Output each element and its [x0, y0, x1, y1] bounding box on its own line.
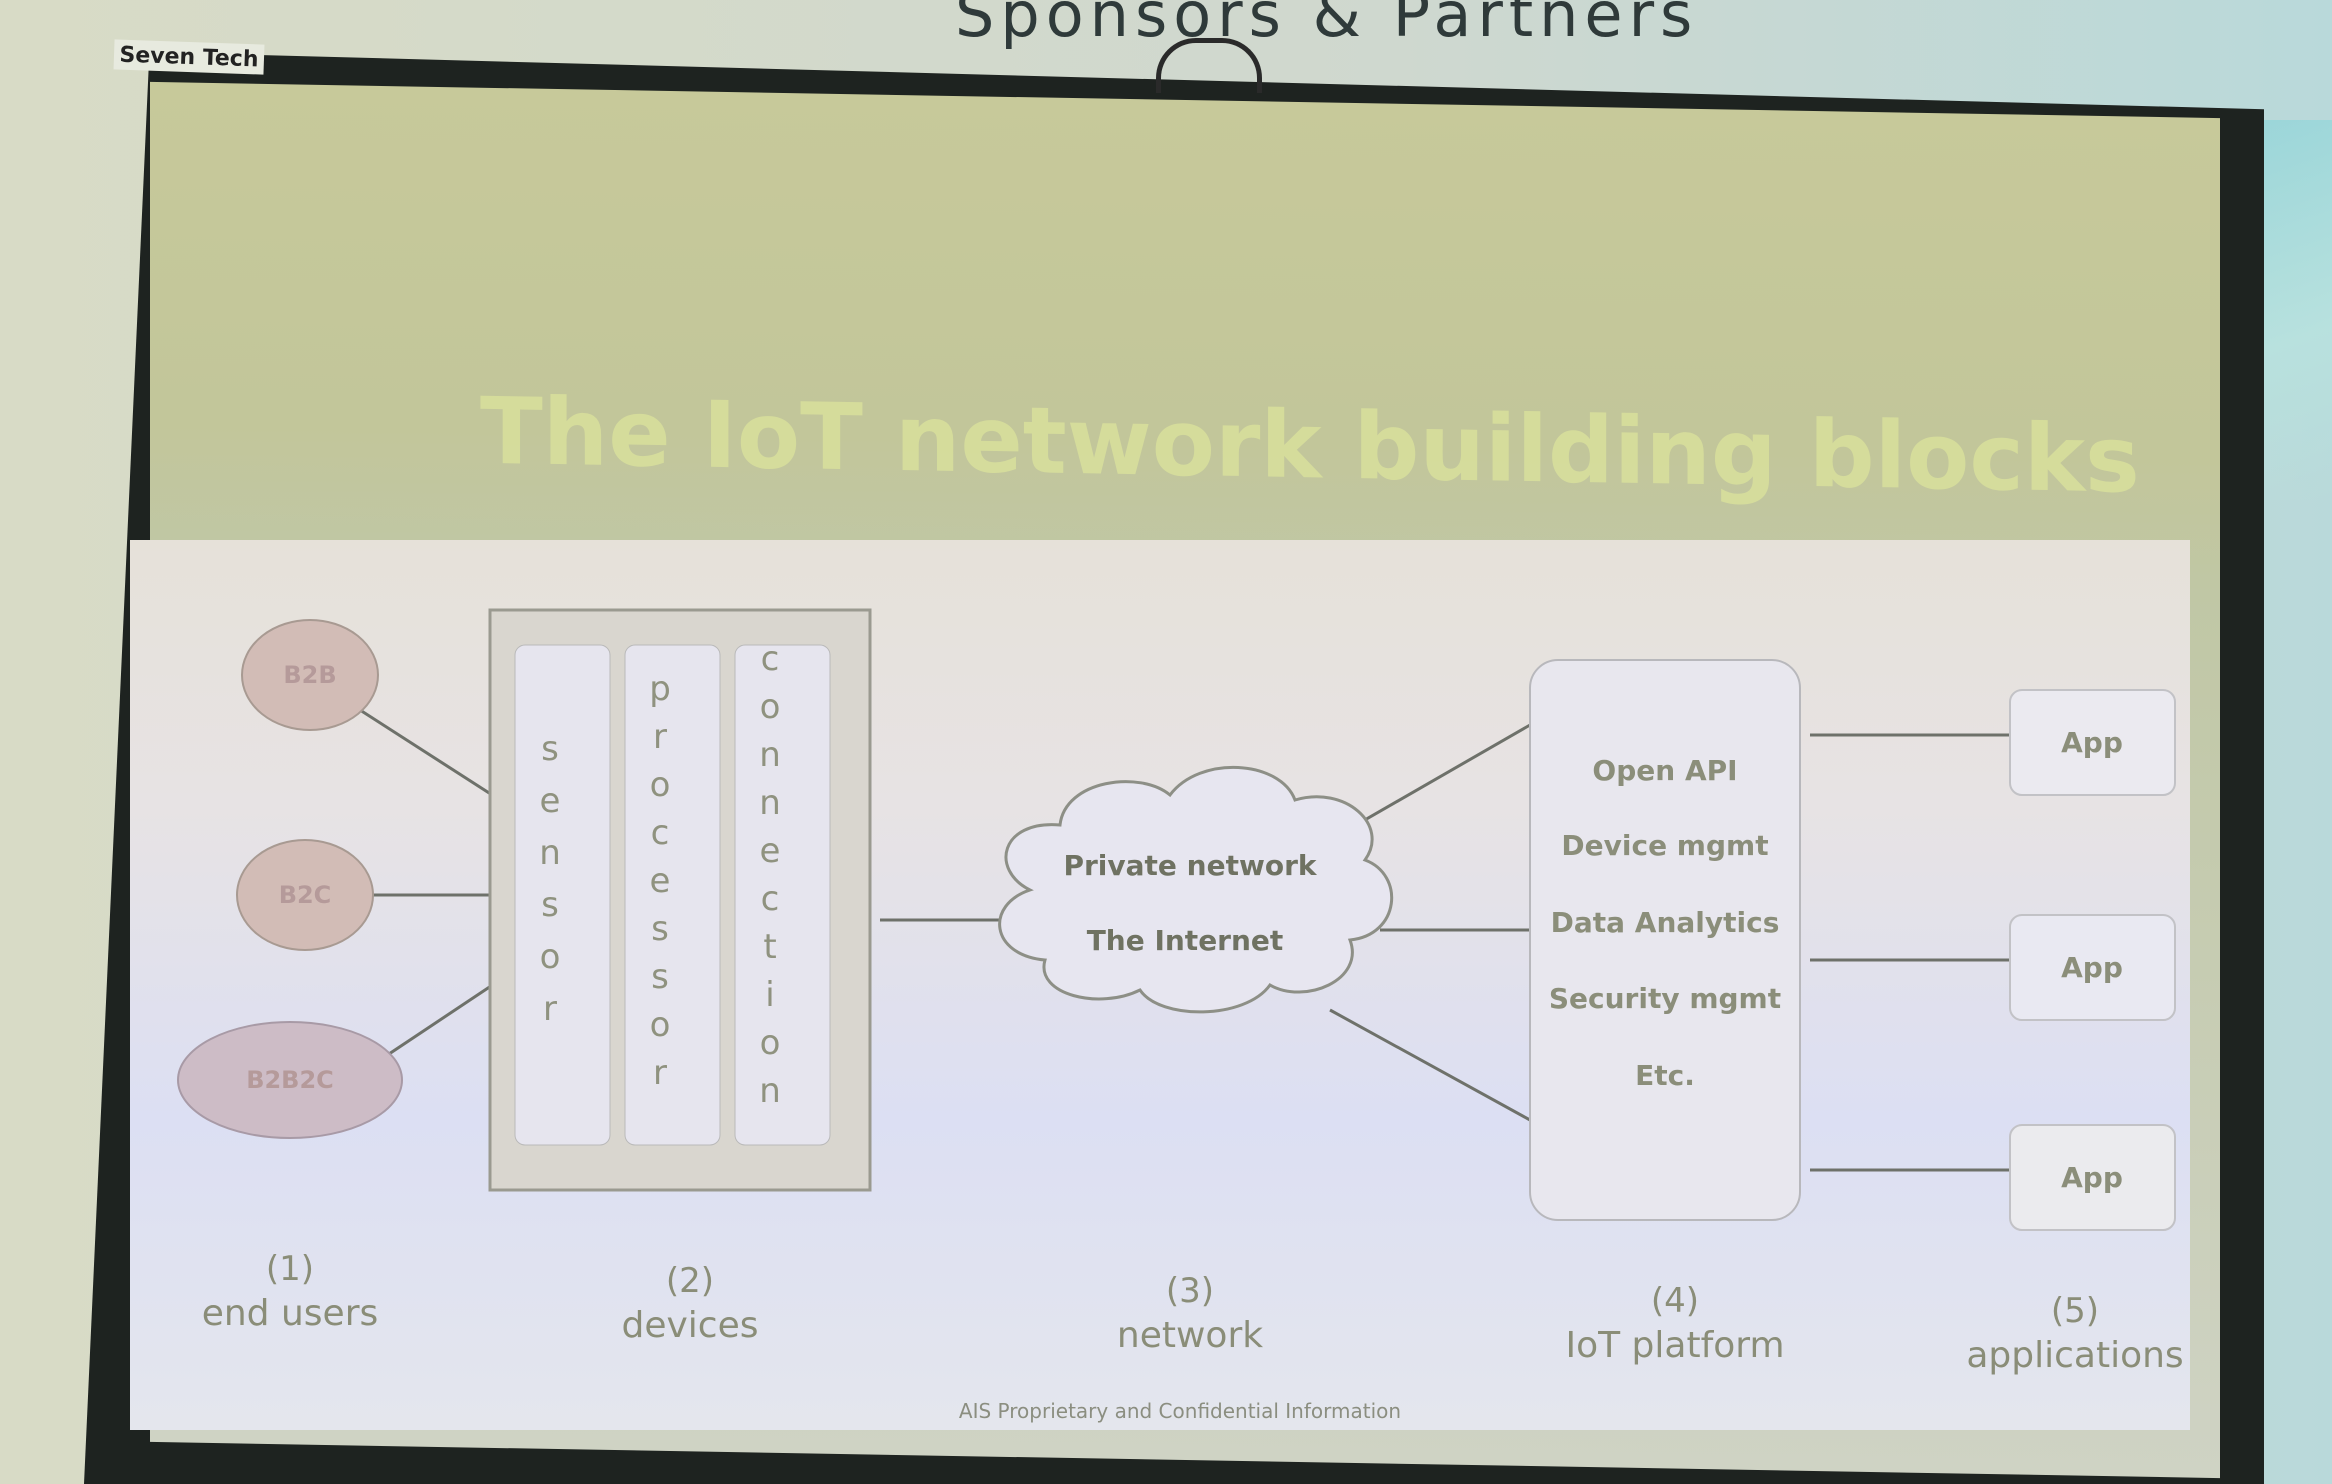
node-b2c: B2C [279, 881, 332, 909]
column-captions: (1) end users (2) devices (3) network (4… [202, 1249, 2184, 1376]
caption-3-num: (3) [1166, 1271, 1214, 1311]
caption-2-num: (2) [666, 1261, 714, 1301]
platform-data-analytics: Data Analytics [1551, 906, 1780, 939]
network-internet: The Internet [1087, 924, 1284, 957]
slide-title: The IoT network building blocks [480, 377, 2140, 514]
caption-5-label: applications [1966, 1335, 2183, 1376]
node-b2b2c: B2B2C [246, 1066, 334, 1094]
caption-3-label: network [1117, 1315, 1263, 1356]
platform-etc: Etc. [1635, 1059, 1695, 1092]
platform-security-mgmt: Security mgmt [1549, 982, 1781, 1015]
banner-title: Sponsors & Partners [955, 0, 1699, 51]
brand-tag: Seven Tech [113, 39, 265, 75]
caption-4-num: (4) [1651, 1281, 1699, 1321]
network-cloud: Private network The Internet [998, 766, 1394, 1014]
connector-lines [359, 708, 2010, 1172]
app-1: App [2061, 726, 2123, 759]
app-2: App [2061, 951, 2123, 984]
caption-1-label: end users [202, 1293, 379, 1334]
screen-hook [1156, 38, 1262, 93]
node-b2b: B2B [283, 661, 336, 689]
caption-1-num: (1) [266, 1249, 314, 1289]
caption-4-label: IoT platform [1565, 1325, 1784, 1366]
slide-footer: AIS Proprietary and Confidential Informa… [959, 1399, 1401, 1423]
network-private: Private network [1063, 849, 1317, 882]
application-boxes: App App App [2009, 689, 2176, 1231]
caption-5-num: (5) [2051, 1291, 2099, 1331]
iot-platform-block: Open API Device mgmt Data Analytics Secu… [1529, 659, 1801, 1221]
platform-device-mgmt: Device mgmt [1561, 829, 1768, 862]
caption-2-label: devices [621, 1305, 758, 1346]
app-3: App [2061, 1161, 2123, 1194]
platform-open-api: Open API [1592, 754, 1737, 787]
end-user-nodes: B2B B2C B2B2C [177, 619, 403, 1139]
